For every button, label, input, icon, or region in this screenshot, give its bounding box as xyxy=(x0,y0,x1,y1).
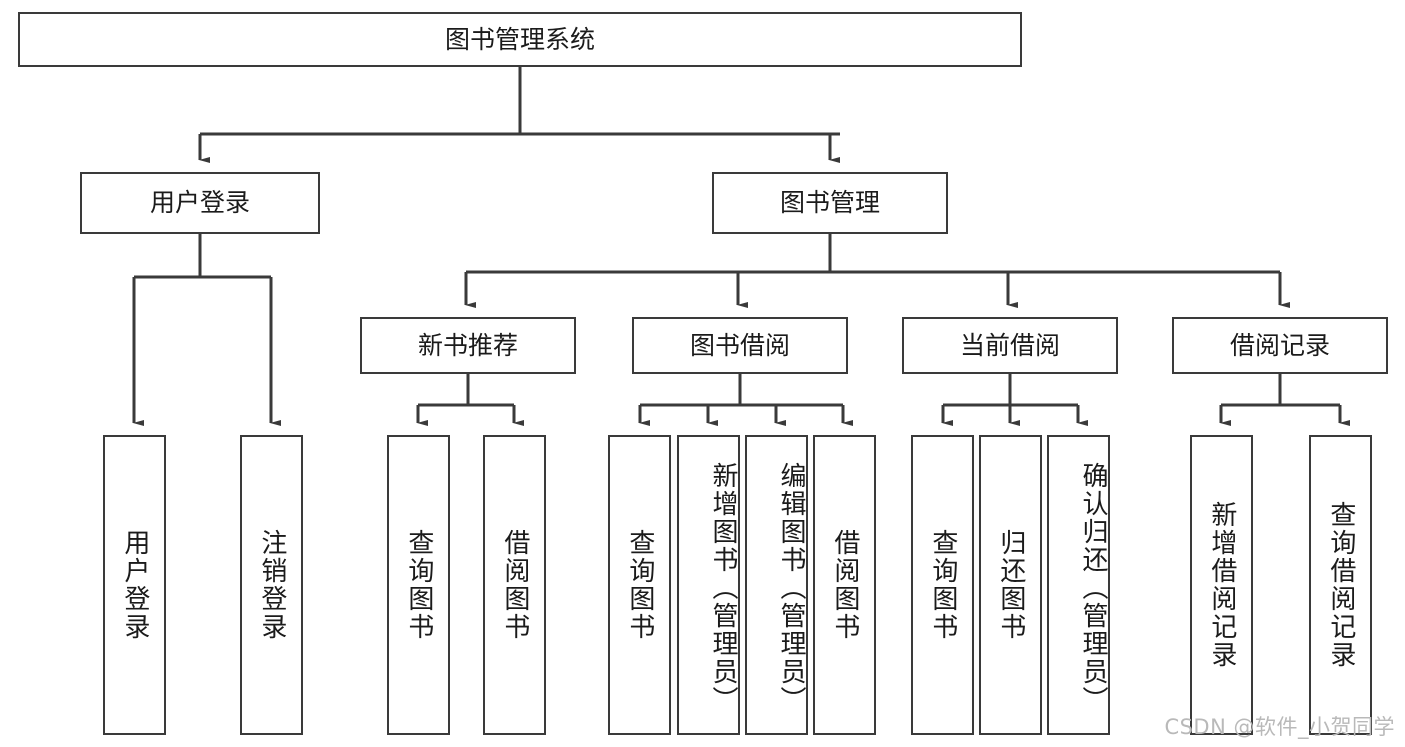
node-leaf-logout-login-label: 注销登录 xyxy=(256,529,287,641)
node-borrow-record-label: 借阅记录 xyxy=(1229,330,1330,360)
node-borrow-record[interactable]: 借阅记录 xyxy=(1172,317,1388,374)
node-leaf-query-book-1[interactable]: 查询图书 xyxy=(387,435,450,735)
node-leaf-query-record-label: 查询借阅记录 xyxy=(1325,501,1356,669)
node-leaf-borrow-book-2[interactable]: 借阅图书 xyxy=(813,435,876,735)
node-leaf-query-book-2[interactable]: 查询图书 xyxy=(608,435,671,735)
node-root-label: 图书管理系统 xyxy=(444,24,595,54)
node-current-borrow[interactable]: 当前借阅 xyxy=(902,317,1118,374)
node-leaf-borrow-book-1[interactable]: 借阅图书 xyxy=(483,435,546,735)
node-book-borrow[interactable]: 图书借阅 xyxy=(632,317,848,374)
node-book-management-label: 图书管理 xyxy=(779,188,880,218)
node-new-book-recommend[interactable]: 新书推荐 xyxy=(360,317,576,374)
node-leaf-logout-login[interactable]: 注销登录 xyxy=(240,435,303,735)
node-leaf-query-record[interactable]: 查询借阅记录 xyxy=(1309,435,1372,735)
node-leaf-add-record[interactable]: 新增借阅记录 xyxy=(1190,435,1253,735)
node-leaf-add-book[interactable]: 新增图书（管理员） xyxy=(677,435,740,735)
node-user-login-label: 用户登录 xyxy=(149,188,250,218)
node-new-book-recommend-label: 新书推荐 xyxy=(417,330,518,360)
node-user-login[interactable]: 用户登录 xyxy=(80,172,320,234)
node-root[interactable]: 图书管理系统 xyxy=(18,12,1022,67)
node-leaf-confirm-return[interactable]: 确认归还（管理员） xyxy=(1047,435,1110,735)
node-current-borrow-label: 当前借阅 xyxy=(959,330,1060,360)
node-leaf-confirm-return-label: 确认归还（管理员） xyxy=(1078,462,1108,714)
node-leaf-edit-book-label: 编辑图书（管理员） xyxy=(776,462,806,714)
csdn-watermark: CSDN @软件_小贺同学 xyxy=(1164,715,1395,739)
node-book-management[interactable]: 图书管理 xyxy=(712,172,948,234)
node-leaf-return-book[interactable]: 归还图书 xyxy=(979,435,1042,735)
node-leaf-user-login-label: 用户登录 xyxy=(119,529,150,641)
node-leaf-edit-book[interactable]: 编辑图书（管理员） xyxy=(745,435,808,735)
node-leaf-user-login[interactable]: 用户登录 xyxy=(103,435,166,735)
node-leaf-query-book-1-label: 查询图书 xyxy=(403,529,434,641)
node-leaf-add-record-label: 新增借阅记录 xyxy=(1206,501,1237,669)
node-leaf-return-book-label: 归还图书 xyxy=(995,529,1026,641)
node-leaf-add-book-label: 新增图书（管理员） xyxy=(708,462,738,714)
node-leaf-query-book-3[interactable]: 查询图书 xyxy=(911,435,974,735)
node-leaf-borrow-book-2-label: 借阅图书 xyxy=(829,529,860,641)
node-leaf-borrow-book-1-label: 借阅图书 xyxy=(499,529,530,641)
node-book-borrow-label: 图书借阅 xyxy=(689,330,790,360)
node-leaf-query-book-2-label: 查询图书 xyxy=(624,529,655,641)
node-leaf-query-book-3-label: 查询图书 xyxy=(927,529,958,641)
